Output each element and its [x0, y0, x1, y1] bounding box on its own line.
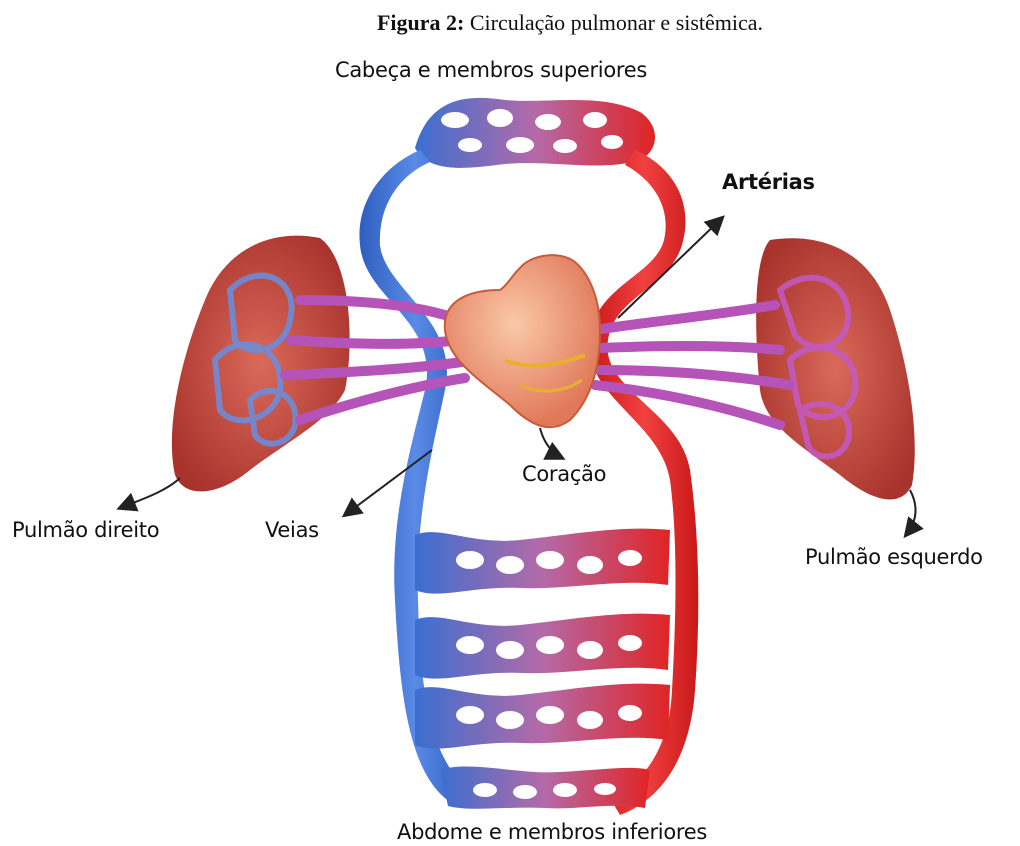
label-left-lung: Pulmão esquerdo: [805, 545, 983, 569]
right-lung: [172, 236, 350, 492]
label-right-lung: Pulmão direito: [12, 518, 159, 542]
label-abdomen: Abdome e membros inferiores: [397, 820, 707, 844]
label-head: Cabeça e membros superiores: [335, 58, 647, 82]
heart: [445, 255, 600, 427]
label-heart: Coração: [522, 462, 606, 486]
label-veins: Veias: [265, 518, 319, 542]
capillary-bed-4: [440, 767, 650, 809]
left-lung: [756, 238, 915, 499]
abdomen-capillary-beds: [415, 529, 670, 809]
arrow-heart: [540, 428, 562, 458]
capillary-bed-3: [415, 684, 670, 749]
head-capillary-bed: [415, 98, 655, 168]
arrow-right-lung: [120, 478, 180, 508]
label-arteries: Artérias: [722, 170, 815, 194]
arrow-left-lung: [906, 490, 916, 535]
capillary-bed-2: [415, 614, 670, 679]
capillary-bed-1: [415, 529, 670, 594]
